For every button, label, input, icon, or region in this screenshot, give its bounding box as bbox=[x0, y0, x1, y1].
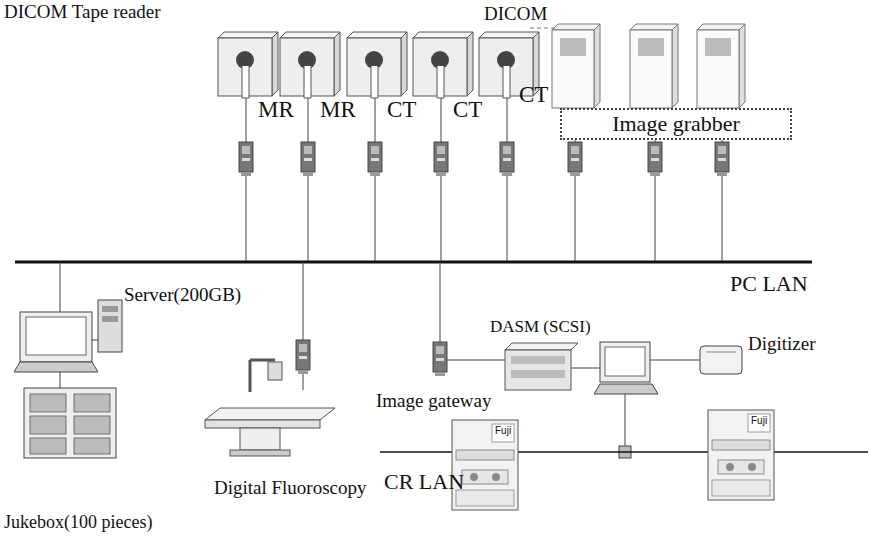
device-label: CT bbox=[387, 97, 416, 122]
device-label: CT bbox=[453, 97, 482, 122]
device-label: MR bbox=[258, 97, 294, 122]
device-label: CR LAN bbox=[384, 470, 464, 494]
group-label: Image grabber bbox=[610, 112, 742, 136]
device-label: DASM (SCSI) bbox=[490, 318, 591, 337]
device-label: CT bbox=[519, 82, 548, 107]
device-label: Digitizer bbox=[748, 334, 816, 355]
device-label: Image gateway bbox=[376, 391, 492, 412]
device-label: PC LAN bbox=[730, 272, 808, 296]
device-label: MR bbox=[320, 97, 356, 122]
device-label: Fuji bbox=[750, 415, 768, 426]
grabber-group-box: Image grabber bbox=[560, 108, 792, 140]
device-label: Fuji bbox=[494, 425, 512, 436]
device-label: DICOM bbox=[484, 4, 547, 25]
device-label: Digital Fluoroscopy bbox=[214, 478, 367, 499]
device-label: Jukebox(100 pieces) bbox=[4, 513, 152, 533]
device-label: DICOM Tape reader bbox=[4, 2, 161, 23]
device-label: Server(200GB) bbox=[124, 285, 241, 306]
